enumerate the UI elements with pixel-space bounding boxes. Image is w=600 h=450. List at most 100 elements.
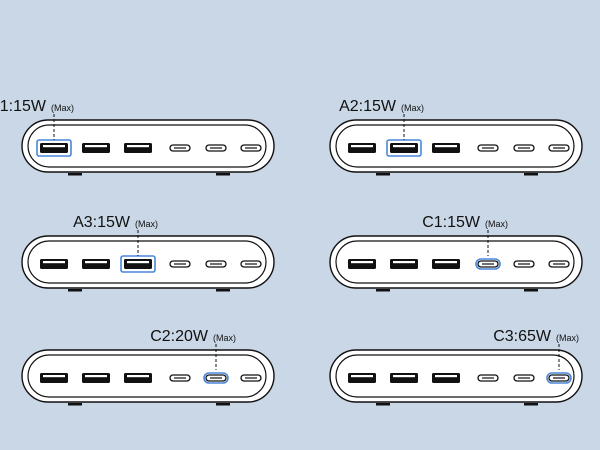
usb-a-port xyxy=(390,143,418,153)
port-power-max-suffix: (Max) xyxy=(51,103,74,113)
port-power-value: C2:20W xyxy=(150,328,209,345)
usb-a-port xyxy=(432,259,460,269)
usb-a-port-tongue xyxy=(393,375,415,378)
port-power-label: A3:15W xyxy=(73,214,131,231)
usb-a-port xyxy=(40,373,68,383)
usb-a-port xyxy=(390,373,418,383)
usb-c-port xyxy=(205,260,227,268)
port-power-label: A1:15W xyxy=(0,98,47,115)
usb-c-port xyxy=(240,144,262,152)
usb-c-port xyxy=(240,260,262,268)
usb-a-port-tongue xyxy=(85,261,107,264)
usb-a-port-tongue xyxy=(393,261,415,264)
usb-a-port-tongue xyxy=(351,261,373,264)
usb-a-port-tongue xyxy=(85,145,107,148)
usb-a-port xyxy=(124,373,152,383)
usb-a-port-tongue xyxy=(351,375,373,378)
charger-foot-left xyxy=(376,173,390,176)
port-power-label: C3:65W xyxy=(493,328,552,345)
usb-c-port xyxy=(477,374,499,382)
port-power-value: A1:15W xyxy=(0,98,47,115)
usb-c-port xyxy=(548,374,570,382)
usb-a-port xyxy=(432,143,460,153)
usb-a-port-tongue xyxy=(127,375,149,378)
port-power-max-suffix: (Max) xyxy=(135,219,158,229)
usb-a-port xyxy=(40,143,68,153)
port-power-max-suffix: (Max) xyxy=(485,219,508,229)
usb-a-port xyxy=(124,259,152,269)
charger-foot-left xyxy=(376,289,390,292)
usb-a-port xyxy=(348,373,376,383)
port-power-label: A2:15W xyxy=(339,98,397,115)
charger-foot-left xyxy=(376,403,390,406)
charger-foot-left xyxy=(68,173,82,176)
charger-body-inner xyxy=(27,240,267,284)
charger-body-inner xyxy=(335,354,575,398)
port-highlight-ring xyxy=(203,372,229,384)
usb-a-port xyxy=(82,143,110,153)
charger-panel-a3: A3:15W (Max) xyxy=(21,214,275,292)
port-power-max-suffix: (Max) xyxy=(556,333,579,343)
charger-foot-right xyxy=(524,403,538,406)
port-power-label: C2:20W xyxy=(150,328,209,345)
usb-a-port-tongue xyxy=(393,145,415,148)
charger-foot-right xyxy=(216,403,230,406)
usb-c-port xyxy=(169,144,191,152)
usb-c-port xyxy=(477,260,499,268)
port-highlight-ring xyxy=(475,258,501,270)
charger-panel-c2: C2:20W (Max) xyxy=(21,328,275,406)
charger-foot-right xyxy=(216,173,230,176)
usb-a-port-tongue xyxy=(43,261,65,264)
charger-panel-a2: A2:15W(Max) xyxy=(329,98,583,176)
usb-a-port-tongue xyxy=(435,261,457,264)
port-highlight-ring xyxy=(546,372,572,384)
usb-c-port xyxy=(513,260,535,268)
usb-c-port xyxy=(477,144,499,152)
usb-c-port xyxy=(240,374,262,382)
port-power-value: C1:15W xyxy=(422,214,481,231)
usb-a-port xyxy=(40,259,68,269)
charger-foot-left xyxy=(68,289,82,292)
usb-c-port xyxy=(205,374,227,382)
charger-body-inner xyxy=(335,240,575,284)
charger-foot-left xyxy=(68,403,82,406)
port-power-value: C3:65W xyxy=(493,328,552,345)
usb-a-port-tongue xyxy=(85,375,107,378)
port-power-value: A3:15W xyxy=(73,214,131,231)
charger-panel-c1: C1:15W (Max) xyxy=(329,214,583,292)
usb-a-port-tongue xyxy=(127,261,149,264)
charger-foot-right xyxy=(216,289,230,292)
usb-c-port xyxy=(513,144,535,152)
usb-c-port xyxy=(548,144,570,152)
usb-c-port xyxy=(548,260,570,268)
charger-body-inner xyxy=(335,124,575,168)
port-power-label: C1:15W xyxy=(422,214,481,231)
port-power-max-suffix: (Max) xyxy=(213,333,236,343)
usb-a-port-tongue xyxy=(127,145,149,148)
usb-a-port xyxy=(82,373,110,383)
usb-a-port xyxy=(390,259,418,269)
usb-a-port xyxy=(348,143,376,153)
charger-foot-right xyxy=(524,173,538,176)
usb-a-port xyxy=(82,259,110,269)
usb-c-port xyxy=(513,374,535,382)
usb-a-port-tongue xyxy=(435,375,457,378)
usb-a-port-tongue xyxy=(435,145,457,148)
usb-a-port xyxy=(348,259,376,269)
usb-a-port-tongue xyxy=(43,145,65,148)
charger-body-inner xyxy=(27,354,267,398)
charger-body-inner xyxy=(27,124,267,168)
charger-foot-right xyxy=(524,289,538,292)
usb-a-port xyxy=(124,143,152,153)
usb-a-port xyxy=(432,373,460,383)
port-power-value: A2:15W xyxy=(339,98,397,115)
usb-c-port xyxy=(169,374,191,382)
charger-panel-c3: C3:65W (Max) xyxy=(329,328,583,406)
usb-a-port-tongue xyxy=(43,375,65,378)
usb-c-port xyxy=(205,144,227,152)
usb-a-port-tongue xyxy=(351,145,373,148)
charger-panel-a1: A1:15W (Max) xyxy=(0,98,275,176)
usb-c-port xyxy=(169,260,191,268)
